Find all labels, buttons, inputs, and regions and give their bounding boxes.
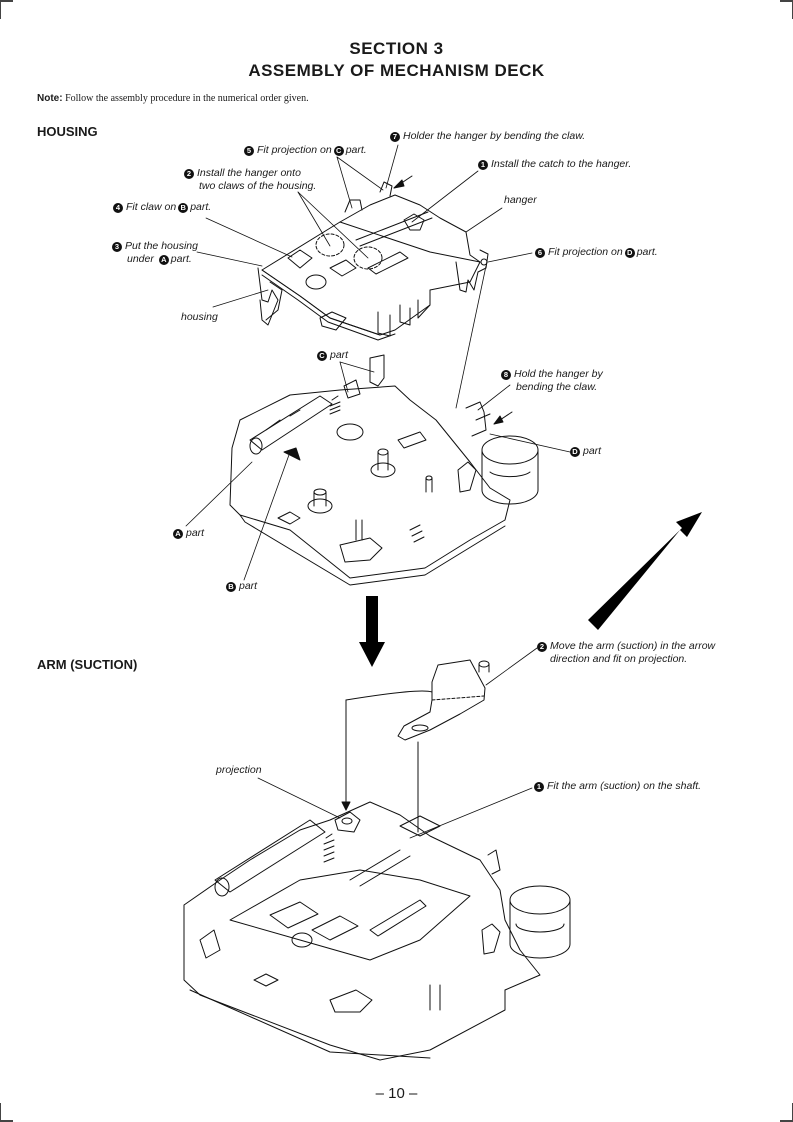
leader-lines bbox=[185, 144, 571, 839]
arm-suction-drawing bbox=[183, 659, 571, 1061]
arm-suction-heading: ARM (SUCTION) bbox=[37, 657, 138, 672]
callout-text: Fit the arm (suction) on the shaft. bbox=[547, 780, 702, 792]
step-badge: 7 bbox=[390, 132, 400, 142]
callout-suffix: part. bbox=[190, 201, 212, 213]
crop-mark-top-left-v bbox=[0, 0, 1, 19]
step-badge: 1 bbox=[478, 160, 488, 170]
part-ref-badge: C bbox=[317, 351, 327, 361]
housing-heading: HOUSING bbox=[37, 124, 98, 139]
callout-suffix: part. bbox=[345, 144, 367, 156]
callout-line2-suffix: part. bbox=[170, 253, 192, 265]
label-projection: projection bbox=[216, 764, 262, 776]
callout-line1: Move the arm (suction) in the arrow bbox=[550, 640, 716, 652]
part-ref-badge: D bbox=[570, 447, 580, 457]
label-housing: housing bbox=[181, 311, 218, 323]
crop-mark-bottom-left bbox=[0, 1120, 13, 1122]
label-hanger: hanger bbox=[504, 194, 537, 206]
crop-mark-bottom-right bbox=[780, 1120, 793, 1122]
part-ref-badge: B bbox=[226, 582, 236, 592]
part-ref-badge: C bbox=[333, 146, 344, 156]
step-badge: 5 bbox=[244, 146, 254, 156]
step-badge: 1 bbox=[534, 782, 544, 792]
callout-line2: direction and fit on projection. bbox=[550, 653, 688, 665]
assembly-note: Note: Follow the assembly procedure in t… bbox=[37, 93, 309, 104]
callout-line2: bending the claw. bbox=[516, 381, 598, 393]
callout-text: Holder the hanger by bending the claw. bbox=[403, 130, 586, 142]
mechanism-deck-drawing bbox=[229, 354, 539, 586]
callout-line2-prefix: under bbox=[127, 253, 154, 265]
crop-mark-top-right bbox=[780, 0, 793, 2]
crop-mark-bottom-left-v bbox=[0, 1103, 1, 1122]
step-badge: 2 bbox=[537, 642, 547, 652]
callout-text: Fit projection on bbox=[257, 144, 332, 156]
step-badge: 4 bbox=[113, 203, 123, 213]
callout-text: Fit projection on bbox=[548, 246, 623, 258]
step-badge: 6 bbox=[535, 248, 545, 258]
step-badge: 8 bbox=[501, 370, 511, 380]
crop-mark-top-left bbox=[0, 0, 13, 2]
callout-line2: two claws of the housing. bbox=[199, 180, 317, 192]
callout-suffix: part. bbox=[636, 246, 658, 258]
note-text: Follow the assembly procedure in the num… bbox=[65, 93, 309, 104]
part-text: part bbox=[583, 445, 602, 457]
part-ref-badge: B bbox=[178, 203, 189, 213]
page-number: – 10 – bbox=[375, 1085, 418, 1102]
part-ref-badge: A bbox=[173, 529, 183, 539]
callout-text: Fit claw on bbox=[126, 201, 177, 213]
page-title: ASSEMBLY OF MECHANISM DECK bbox=[248, 61, 545, 80]
part-text: part bbox=[330, 349, 349, 361]
part-ref-badge: A bbox=[158, 255, 169, 265]
callout-text: Install the catch to the hanger. bbox=[491, 158, 632, 170]
section-number: SECTION 3 bbox=[349, 39, 444, 58]
step-badge: 3 bbox=[112, 242, 122, 252]
callout-line1: Hold the hanger by bbox=[514, 368, 603, 380]
direction-arrows bbox=[359, 512, 702, 667]
note-label: Note: bbox=[37, 93, 63, 104]
step-badge: 2 bbox=[184, 169, 194, 179]
part-text: part bbox=[239, 580, 258, 592]
housing-hanger-drawing bbox=[257, 175, 489, 341]
callout-line1: Put the housing bbox=[125, 240, 198, 252]
part-ref-badge: D bbox=[624, 248, 635, 258]
part-text: part bbox=[186, 527, 205, 539]
callout-line1: Install the hanger onto bbox=[197, 167, 301, 179]
